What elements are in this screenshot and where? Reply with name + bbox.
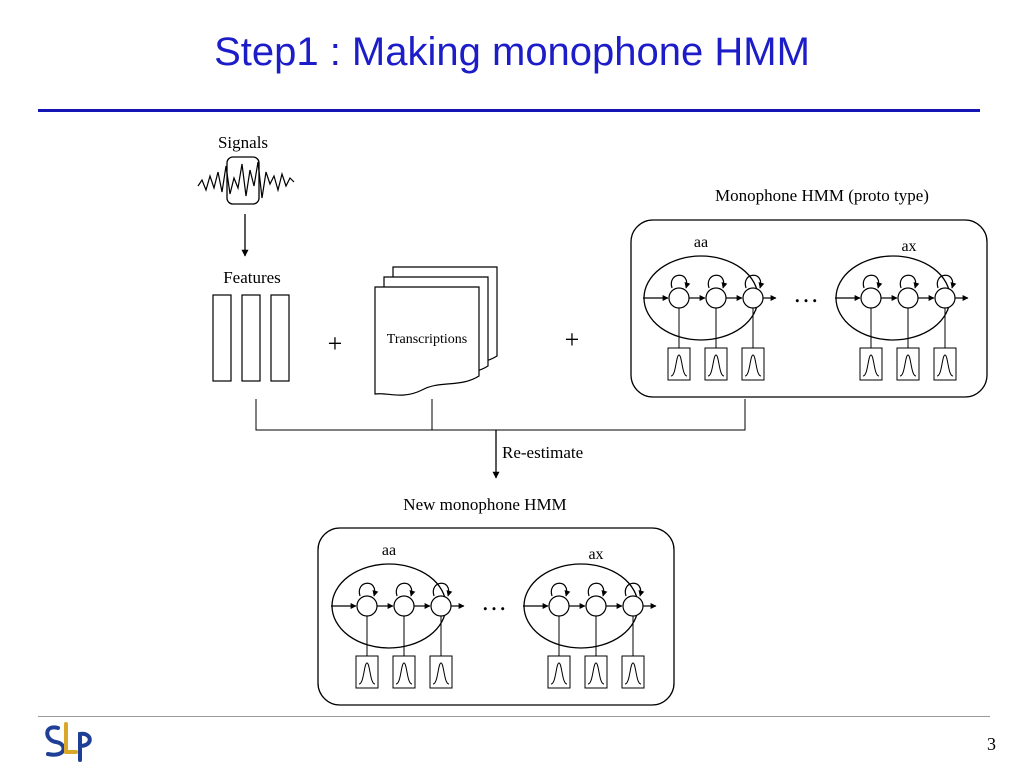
footer-divider (38, 716, 990, 717)
signal-waveform (197, 161, 295, 199)
slide-title: Step1 : Making monophone HMM (214, 30, 810, 74)
slp-logo (45, 722, 92, 762)
proto-hmm-title: Monophone HMM (proto type) (715, 186, 929, 205)
new-hmm-model-label-aa: aa (382, 542, 396, 559)
reestimate-label: Re-estimate (502, 443, 583, 462)
features-label: Features (223, 268, 281, 287)
merge-bracket (255, 399, 746, 431)
feature-vectors (212, 294, 290, 382)
plus-sign-1: + (328, 329, 343, 358)
page-number: 3 (987, 734, 996, 754)
transcriptions-document-stack (374, 266, 498, 396)
title-divider (38, 109, 980, 112)
new-hmm-model-label-ax: ax (588, 546, 603, 563)
new-hmm-title: New monophone HMM (403, 495, 566, 514)
proto-hmm-model-label-ax: ax (901, 238, 916, 255)
plus-sign-2: + (565, 325, 580, 354)
signals-label: Signals (218, 133, 268, 152)
proto-hmm-model-label-aa: aa (694, 234, 708, 251)
signal-window (226, 156, 260, 205)
new-hmm-ellipsis: … (481, 587, 507, 616)
transcriptions-label: Transcriptions (387, 332, 467, 347)
proto-hmm-ellipsis: … (793, 279, 819, 308)
